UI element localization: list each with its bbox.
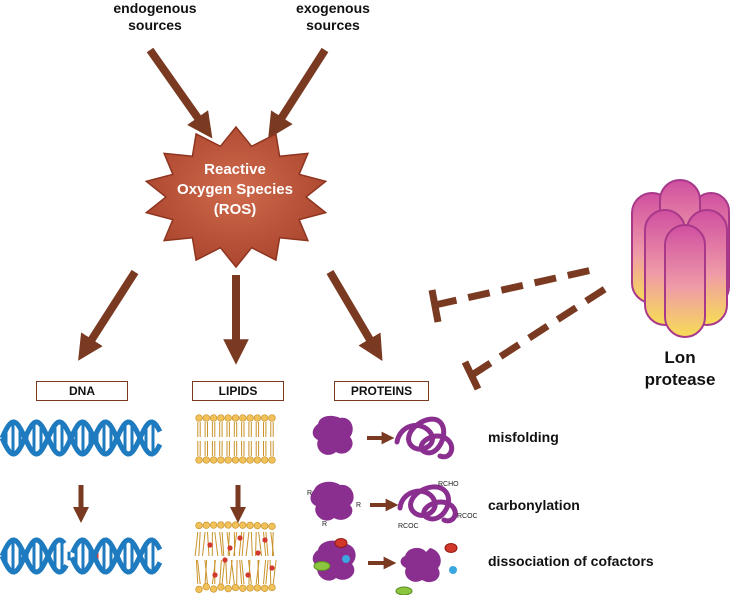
protein-carbonylated-icon <box>397 484 458 524</box>
cofactor-red-icon <box>334 538 348 548</box>
lipids-target-box: LIPIDS <box>192 381 284 401</box>
lipid-bilayer-intact-icon <box>195 414 276 464</box>
ros-line-2: Oxygen Species <box>177 181 293 198</box>
cofactor-blue-free-icon <box>449 566 457 574</box>
group-label-rcoc-right: RCOC <box>457 513 478 520</box>
dna-target-box: DNA <box>36 381 128 401</box>
group-label-r1: R <box>307 490 312 497</box>
cofactor-blue-icon <box>342 555 350 563</box>
endogenous-line-1: endogenous <box>113 0 197 16</box>
protease-line-1: Lon <box>664 348 696 367</box>
ros-burst-shape <box>144 125 328 269</box>
cofactor-green-free-icon <box>395 586 413 595</box>
cofactor-red-free-icon <box>444 543 458 553</box>
arrow-ros-to-dna <box>78 269 139 361</box>
lon-protease-icon <box>631 179 730 338</box>
lon-protease-label: Lon protease <box>630 347 730 391</box>
dna-intact-icon <box>0 419 163 457</box>
protein-carbonyl-native-icon <box>310 481 354 521</box>
effect-carbonylation: carbonylation <box>488 497 580 513</box>
group-label-rcoc-left: RCOC <box>398 523 419 530</box>
arrow-endogenous-to-ros <box>146 47 213 139</box>
group-label-r3: R <box>322 521 327 528</box>
exogenous-line-1: exogenous <box>296 0 370 16</box>
inhibition-lines <box>428 266 610 391</box>
group-label-rcho: RCHO <box>438 481 459 488</box>
effect-misfolding: misfolding <box>488 429 559 445</box>
exogenous-line-2: sources <box>306 17 360 33</box>
protein-native-icon <box>312 415 353 455</box>
effect-dissociation: dissociation of cofactors <box>488 553 654 569</box>
cofactor-green-icon <box>313 561 331 571</box>
ros-line-3: (ROS) <box>213 201 257 218</box>
ros-line-1: Reactive <box>204 161 266 178</box>
protein-misfolded-icon <box>394 416 455 460</box>
lipid-bilayer-damaged-icon <box>194 521 277 594</box>
dna-damaged-icon <box>0 537 163 575</box>
protein-stripped-icon <box>400 547 441 583</box>
arrow-exogenous-to-ros <box>268 47 329 139</box>
endogenous-line-2: sources <box>128 17 182 33</box>
proteins-target-box: PROTEINS <box>334 381 429 401</box>
ros-label: Reactive Oxygen Species (ROS) <box>165 160 305 220</box>
group-label-r2: R <box>356 502 361 509</box>
protease-line-2: protease <box>644 370 716 389</box>
exogenous-sources-label: exogenous sources <box>278 0 388 34</box>
endogenous-sources-label: endogenous sources <box>100 0 210 34</box>
arrow-ros-to-proteins <box>326 269 383 362</box>
